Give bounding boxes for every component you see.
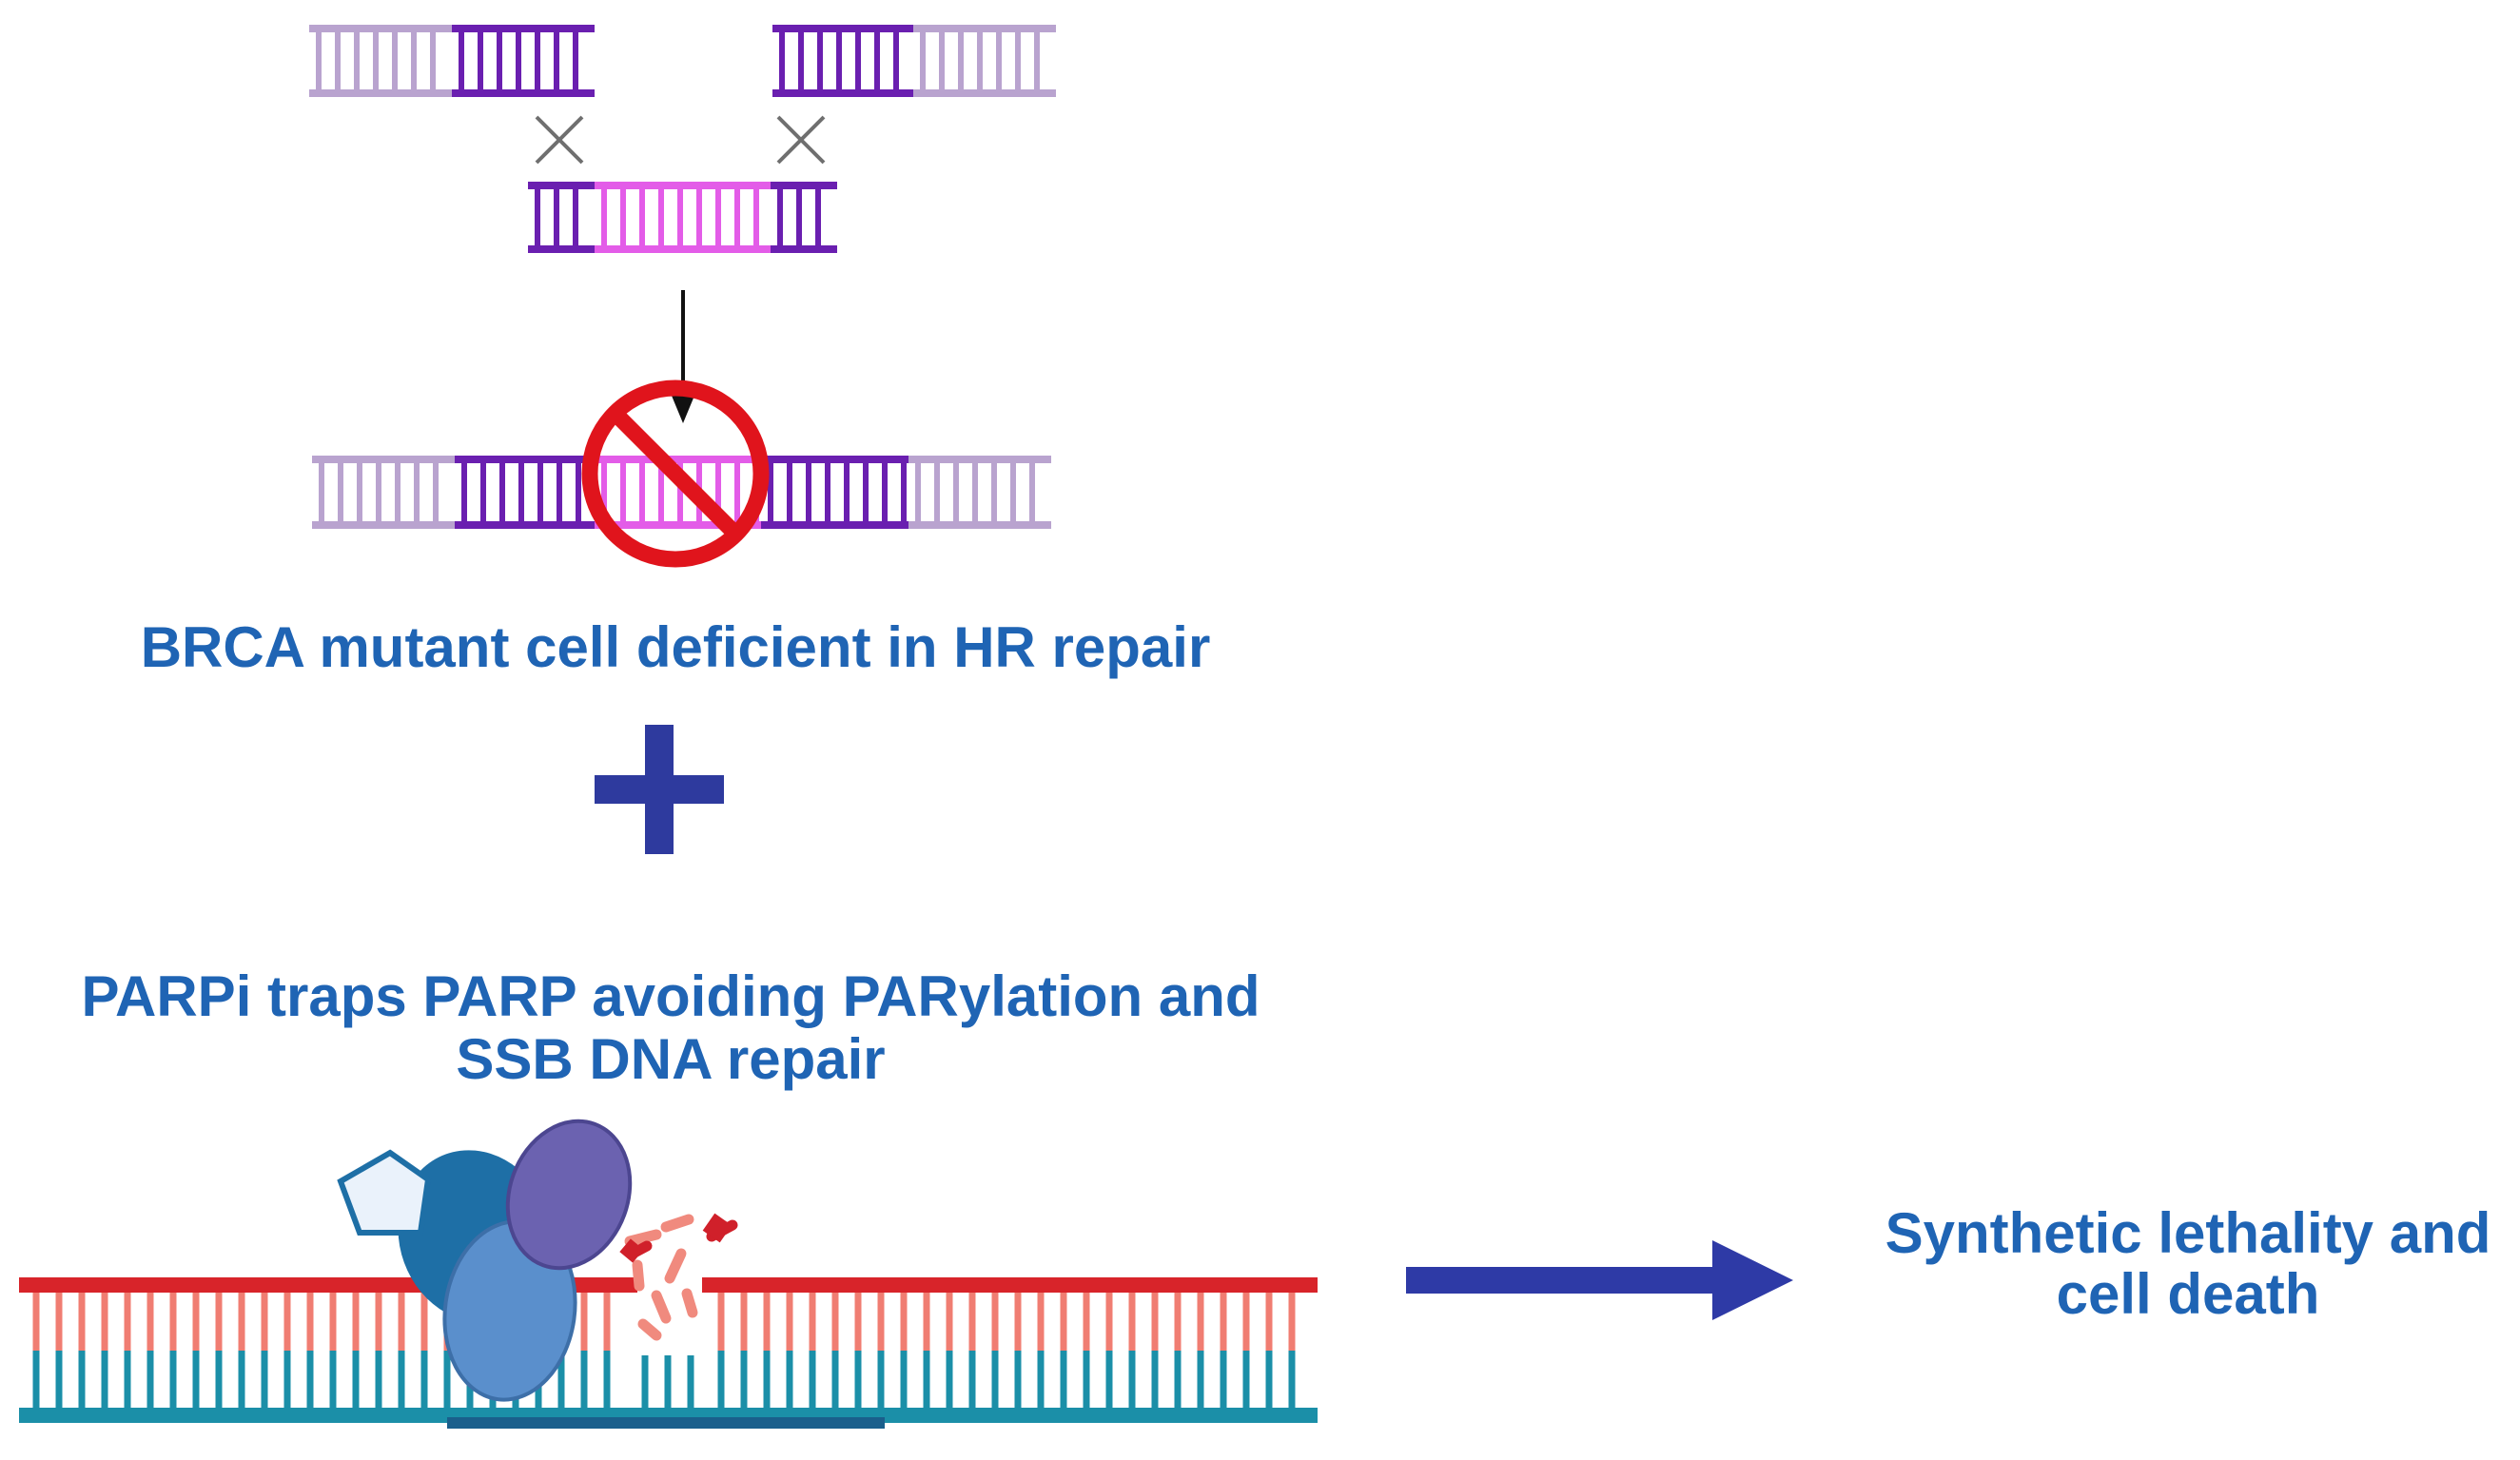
crossover-x-icon-left	[535, 115, 584, 165]
dna-break-fragments	[619, 1213, 738, 1341]
crossover-x-icon-right	[776, 115, 826, 165]
arrow-head	[672, 396, 694, 423]
fragment-square	[702, 1213, 733, 1243]
brca-caption: BRCA mutant cell deficient in HR repair	[76, 613, 1275, 682]
plus-icon	[595, 725, 724, 854]
no-sign-ring	[581, 380, 770, 568]
damaged-dna-strand	[19, 1277, 1318, 1429]
plus-vertical-bar	[645, 725, 674, 854]
inhibitor-pentagon	[337, 1149, 432, 1236]
brca-caption-line-1: BRCA mutant cell deficient in HR repair	[140, 615, 1211, 679]
prohibition-icon	[581, 380, 770, 568]
parpi-caption-line-1: PARPi traps PARP avoiding PARylation and	[81, 964, 1260, 1028]
right-arrow-icon	[1406, 1240, 1793, 1320]
x-stroke	[535, 115, 584, 165]
protein-domain-purple	[505, 1119, 633, 1271]
homologous-dna-top-right	[772, 25, 1056, 97]
outcome-caption: Synthetic lethality and cell death	[1827, 1203, 2520, 1325]
fragment	[637, 1318, 662, 1341]
recombined-dna-strand	[312, 456, 1051, 529]
fragment	[632, 1259, 645, 1292]
arrow-head	[1712, 1240, 1793, 1320]
fragment	[651, 1290, 672, 1324]
homologous-dna-top-left	[309, 25, 595, 97]
top-rail-right	[702, 1277, 1318, 1293]
bottom-rail	[19, 1408, 1318, 1423]
parpi-caption-line-2: SSB DNA repair	[456, 1027, 886, 1091]
no-sign-bar	[608, 406, 743, 541]
outcome-caption-line-2: cell death	[2056, 1262, 2320, 1326]
outcome-caption-line-1: Synthetic lethality and	[1885, 1201, 2491, 1265]
arrow-shaft	[1406, 1267, 1715, 1294]
fragment	[681, 1288, 698, 1318]
bottom-rail-shadow	[447, 1417, 885, 1429]
fragment-square	[619, 1238, 644, 1263]
parp-protein-icon	[337, 1119, 633, 1402]
parpi-caption: PARPi traps PARP avoiding PARylation and…	[38, 965, 1303, 1091]
fragment	[624, 1229, 662, 1247]
fragment	[660, 1214, 694, 1233]
fragment	[664, 1248, 687, 1284]
x-stroke	[776, 115, 826, 165]
down-arrow-icon	[672, 290, 694, 423]
donor-dna-segment	[528, 182, 837, 253]
